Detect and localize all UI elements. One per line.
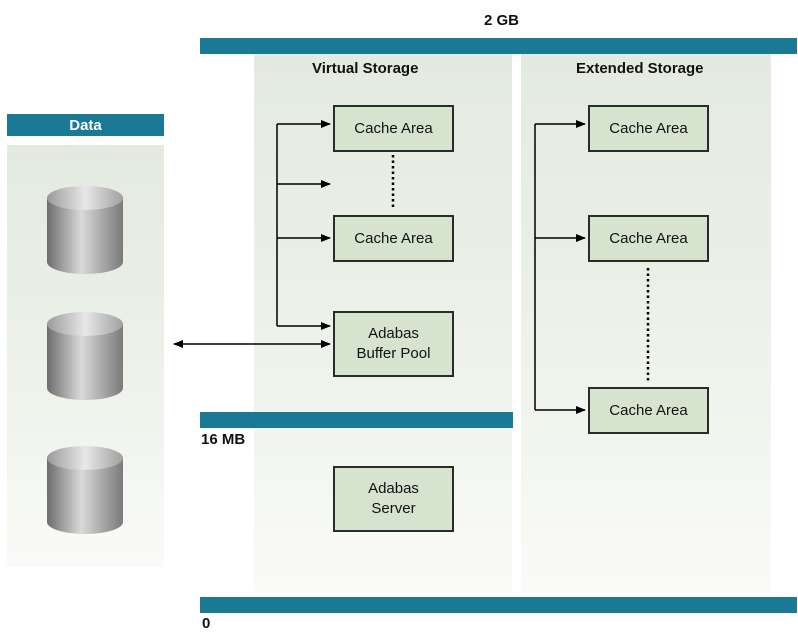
mid-capacity-label: 16 MB bbox=[201, 431, 246, 448]
line-16mb-bar bbox=[200, 412, 513, 428]
database-cylinder-icon bbox=[47, 312, 123, 400]
vs-cache-area-1: Cache Area bbox=[333, 105, 454, 152]
vs-cache-area-1-label: Cache Area bbox=[354, 119, 433, 137]
top-memory-bar bbox=[200, 38, 797, 54]
es-cache-area-1: Cache Area bbox=[588, 105, 709, 152]
es-cache-area-2: Cache Area bbox=[588, 215, 709, 262]
buffer-pool-line1: Adabas bbox=[368, 325, 419, 342]
bottom-memory-bar bbox=[200, 597, 797, 613]
extended-storage-title: Extended Storage bbox=[576, 60, 704, 77]
es-cache-area-3: Cache Area bbox=[588, 387, 709, 434]
es-cache-area-2-label: Cache Area bbox=[609, 229, 688, 247]
buffer-pool-line2: Buffer Pool bbox=[356, 345, 431, 362]
top-capacity-label: 2 GB bbox=[484, 12, 520, 29]
adabas-buffer-pool: Adabas Buffer Pool bbox=[333, 311, 454, 377]
server-line1: Adabas bbox=[368, 480, 419, 497]
bottom-capacity-label: 0 bbox=[202, 615, 211, 632]
database-cylinder-icon bbox=[47, 446, 123, 534]
virtual-storage-title: Virtual Storage bbox=[312, 60, 419, 77]
es-cache-area-1-label: Cache Area bbox=[609, 119, 688, 137]
database-cylinder-icon bbox=[47, 186, 123, 274]
adabas-server: Adabas Server bbox=[333, 466, 454, 532]
vs-cache-area-2: Cache Area bbox=[333, 215, 454, 262]
server-line2: Server bbox=[371, 500, 416, 517]
data-header: Data bbox=[7, 114, 164, 136]
es-cache-area-3-label: Cache Area bbox=[609, 401, 688, 419]
vs-cache-area-2-label: Cache Area bbox=[354, 229, 433, 247]
